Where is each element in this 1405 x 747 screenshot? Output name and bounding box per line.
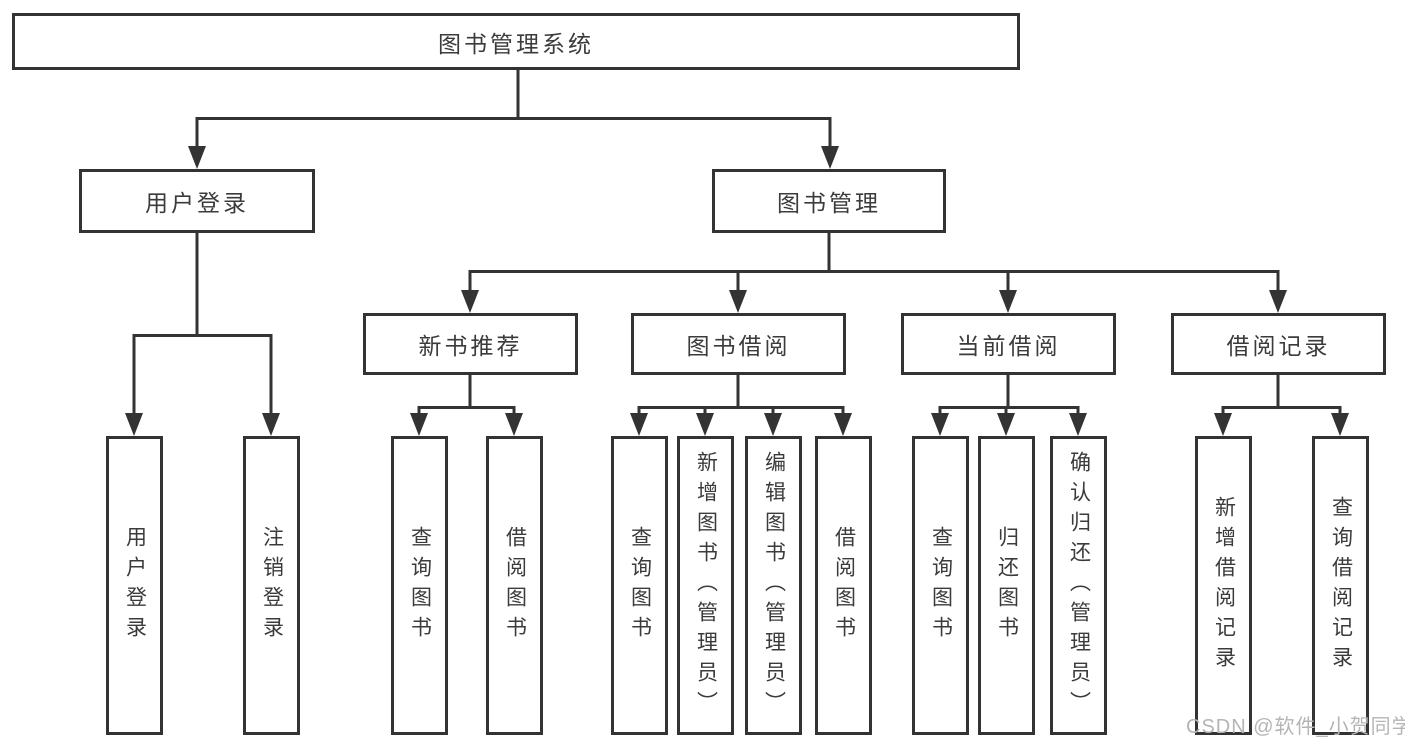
- leaf-add-books-admin: 新增图书（管理员）: [677, 436, 734, 735]
- node-borrowing-records: 借阅记录: [1171, 313, 1386, 375]
- leaf-add-borrow-record: 新增借阅记录: [1195, 436, 1252, 735]
- node-current-borrowing: 当前借阅: [901, 313, 1116, 375]
- leaf-query-books-recommend: 查询图书: [391, 436, 448, 735]
- csdn-watermark: CSDN @软件_小贺同学: [1186, 716, 1405, 738]
- node-book-borrowing: 图书借阅: [631, 313, 846, 375]
- leaf-logout: 注销登录: [243, 436, 300, 735]
- leaf-borrow-books-borrowing: 借阅图书: [815, 436, 872, 735]
- leaf-confirm-return-admin: 确认归还（管理员）: [1050, 436, 1107, 735]
- leaf-query-books-borrowing: 查询图书: [611, 436, 668, 735]
- leaf-query-borrow-record: 查询借阅记录: [1312, 436, 1369, 735]
- node-user-login-branch: 用户登录: [79, 169, 315, 233]
- connector-arrowheads: [125, 146, 1349, 436]
- node-root-library-management-system: 图书管理系统: [12, 13, 1020, 70]
- leaf-user-login: 用户登录: [106, 436, 163, 735]
- leaf-borrow-books-recommend: 借阅图书: [486, 436, 543, 735]
- node-book-management-branch: 图书管理: [712, 169, 946, 233]
- node-new-book-recommendation: 新书推荐: [363, 313, 578, 375]
- leaf-query-books-current: 查询图书: [912, 436, 969, 735]
- leaf-edit-books-admin: 编辑图书（管理员）: [745, 436, 802, 735]
- connector-paths: [132, 66, 1342, 418]
- leaf-return-books: 归还图书: [978, 436, 1035, 735]
